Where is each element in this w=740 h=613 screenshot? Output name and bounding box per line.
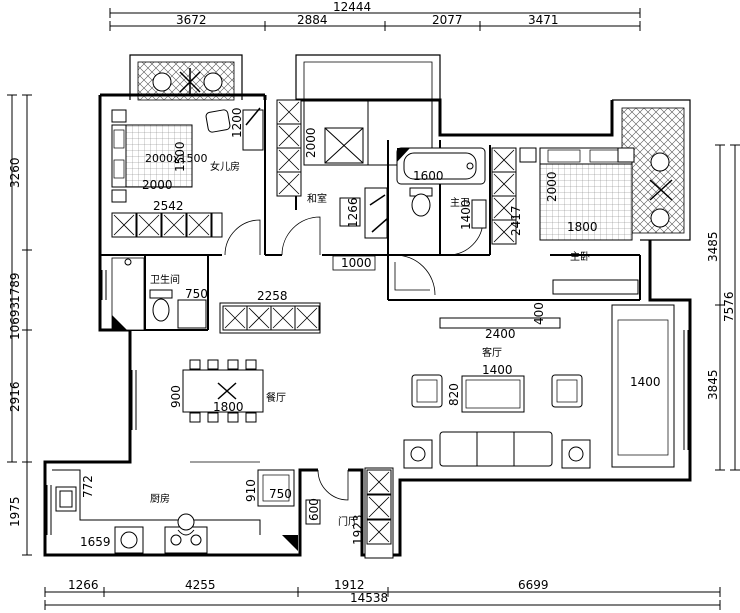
kitchen-counter (52, 469, 261, 554)
dim-daughter-desk: 1200 (230, 107, 244, 138)
daughter-bed (111, 109, 193, 203)
dim-tv-cabinet-depth: 400 (532, 302, 546, 325)
dim-shoe-cabinet-depth: 600 (307, 498, 321, 521)
fridge (257, 469, 298, 551)
dim-entrance-cabinet: 1923 (351, 514, 365, 545)
dim-bottom-3: 1912 (334, 578, 365, 592)
dim-fridge-depth: 910 (244, 479, 258, 502)
side-sofa (611, 304, 675, 468)
daughter-wardrobe (111, 212, 223, 238)
bathtub (396, 147, 486, 185)
dim-bottom-4: 6699 (518, 578, 549, 592)
hall-cabinet (219, 302, 321, 334)
dim-dining-depth: 900 (169, 385, 183, 408)
dim-left-2: 1789 (8, 272, 22, 303)
room-japanese: 和室 (307, 192, 327, 205)
dim-kitchen-counter: 1659 (80, 535, 111, 549)
dim-kitchen-counter-depth: 772 (81, 475, 95, 498)
dim-japanese-opening: 1000 (341, 256, 372, 270)
dim-top-1: 3672 (176, 13, 207, 27)
dining-table (182, 359, 264, 423)
room-kitchen: 厨房 (150, 492, 170, 505)
japanese-opening (332, 255, 376, 271)
dim-sofa: 1400 (630, 375, 661, 389)
dim-daughter-bed-width: 2000 (142, 178, 173, 192)
japanese-cabinet (276, 99, 302, 197)
master-bedroom-window (552, 279, 639, 295)
dim-left-1: 3260 (8, 157, 22, 188)
kitchen-chair (177, 513, 195, 536)
dim-daughter-wardrobe: 2542 (153, 199, 184, 213)
dim-left-4: 1975 (8, 496, 22, 527)
dim-bottom-total: 14538 (350, 591, 388, 605)
dim-dining-table: 1800 (213, 400, 244, 414)
windows (46, 270, 689, 535)
sofa (403, 431, 591, 469)
master-bed (519, 147, 635, 241)
japanese-side-cabinet (339, 187, 389, 239)
room-living: 客厅 (482, 346, 502, 359)
room-daughter: 女儿房 (210, 160, 240, 173)
room-dining: 餐厅 (266, 391, 286, 404)
doors (190, 216, 484, 501)
dim-master-bath-depth: 1400 (459, 199, 473, 230)
dim-master-wardrobe: 2417 (509, 205, 523, 236)
room-master-bedroom: 主卧 (570, 250, 590, 263)
bed-size-label: 2000x1500 (145, 152, 208, 165)
dim-top-total: 12444 (333, 0, 371, 14)
dim-coffee-table: 1400 (482, 363, 513, 377)
dim-master-bath-tub: 1600 (413, 169, 444, 183)
entrance-cabinet (364, 467, 394, 559)
dim-daughter-bed-length: 1500 (173, 141, 187, 172)
room-bathroom: 卫生间 (150, 273, 180, 286)
dim-right-2: 3845 (706, 369, 720, 400)
dim-japanese-cabinet: 1266 (346, 197, 360, 228)
dim-top-2: 2884 (297, 13, 328, 27)
tatami (303, 99, 433, 166)
interior-walls (100, 95, 641, 331)
dim-left-total: 10693 (8, 302, 22, 340)
bathroom-fixtures (111, 257, 207, 331)
dim-bottom-1: 1266 (68, 578, 99, 592)
dim-coffee-table-depth: 820 (447, 383, 461, 406)
dim-hall-cabinet: 2258 (257, 289, 288, 303)
dim-top-3: 2077 (432, 13, 463, 27)
right-dimension (715, 144, 740, 471)
armchairs (411, 374, 583, 408)
dim-right-1: 3485 (706, 231, 720, 262)
daughter-desk (205, 107, 264, 151)
dim-bathroom-sink: 750 (185, 287, 208, 301)
dim-fridge-width: 750 (269, 487, 292, 501)
coffee-table (461, 375, 525, 413)
top-dimension (109, 8, 641, 31)
terrace-top (295, 54, 441, 100)
dim-right-total: 7576 (722, 291, 736, 322)
dim-bottom-2: 4255 (185, 578, 216, 592)
dim-left-3: 2916 (8, 381, 22, 412)
dim-master-bed-width: 1800 (567, 220, 598, 234)
dim-top-4: 3471 (528, 13, 559, 27)
balcony-left (129, 54, 243, 101)
room-entrance: 门厅 (338, 515, 358, 528)
shoe-bench (305, 499, 321, 525)
dim-tv-cabinet: 2400 (485, 327, 516, 341)
dim-japanese-width: 2000 (304, 127, 318, 158)
dim-master-bed-length: 2000 (545, 171, 559, 202)
room-master-bath: 主卫 (450, 197, 470, 209)
master-toilet (409, 187, 487, 229)
bottom-dimension (44, 587, 721, 610)
left-dimension (7, 94, 32, 556)
tv-cabinet (439, 317, 561, 329)
